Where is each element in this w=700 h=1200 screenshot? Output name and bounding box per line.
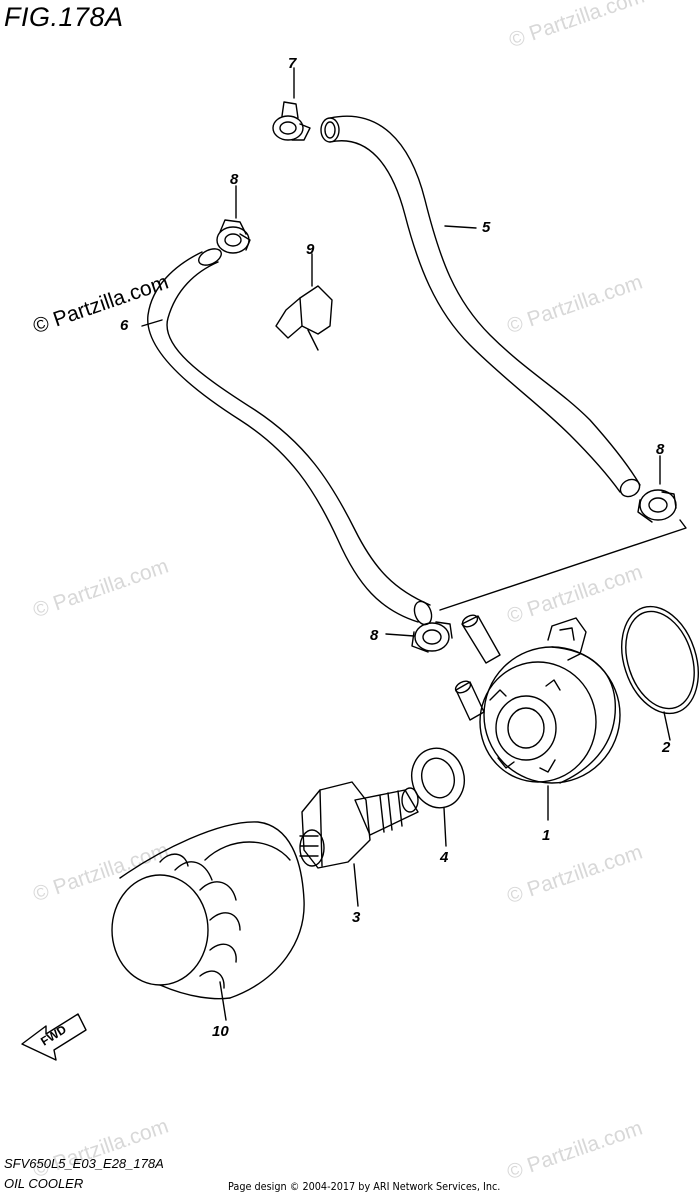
fwd-arrow — [21, 1013, 87, 1061]
callout-5: 5 — [482, 219, 491, 236]
union-bolt-3 — [299, 781, 419, 869]
callout-10: 10 — [212, 1023, 229, 1040]
callout-8: 8 — [370, 627, 379, 644]
callout-8: 8 — [656, 441, 665, 458]
oil-filter-10 — [111, 821, 305, 1000]
hose-5 — [320, 115, 641, 498]
callout-4: 4 — [439, 849, 449, 866]
callout-2: 2 — [661, 739, 671, 756]
fwd-label: FWD — [38, 1022, 69, 1049]
callout-3: 3 — [352, 909, 361, 926]
model-name: OIL COOLER — [4, 1176, 84, 1191]
washer-4 — [411, 747, 465, 809]
oil-cooler-1 — [454, 614, 621, 784]
clamp-8-right — [637, 489, 677, 523]
hose-6 — [147, 248, 433, 626]
callout-6: 6 — [120, 317, 129, 334]
callout-1: 1 — [542, 827, 550, 844]
callout-7: 7 — [288, 55, 297, 72]
model-code: SFV650L5_E03_E28_178A — [4, 1156, 164, 1171]
clamp-8-top — [216, 219, 251, 254]
clamp-7 — [272, 101, 311, 141]
o-ring-2 — [621, 605, 699, 715]
copyright-notice: Page design © 2004-2017 by ARI Network S… — [228, 1180, 501, 1193]
leader-lines — [439, 519, 687, 611]
callout-8: 8 — [230, 171, 239, 188]
figure-title: FIG.178A — [4, 2, 124, 32]
callout-9: 9 — [306, 241, 315, 258]
bracket-9 — [275, 285, 333, 351]
clamp-8-mid — [411, 621, 453, 653]
